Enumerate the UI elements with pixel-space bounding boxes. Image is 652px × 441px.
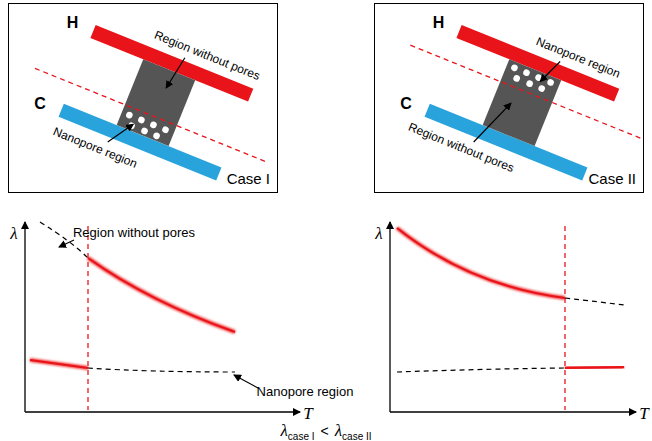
caption-part: λ xyxy=(280,421,287,441)
cold-side-label: C xyxy=(34,95,46,113)
case-one-sketch xyxy=(20,7,292,200)
axis-label: T xyxy=(303,405,312,424)
caption-part: λ xyxy=(335,421,342,441)
caption-part: < xyxy=(321,423,329,439)
case-title: Case I xyxy=(227,170,270,187)
hot-side-label: H xyxy=(67,14,79,32)
hot-side-label: H xyxy=(433,14,445,32)
axis-label: λ xyxy=(375,225,382,244)
right-plot xyxy=(390,222,636,412)
curve-label: Region without pores xyxy=(73,226,195,240)
curve-label: Nanopore region xyxy=(257,385,354,399)
axis-label: T xyxy=(639,405,648,424)
case-two-sketch xyxy=(386,7,652,200)
caption-part: case I xyxy=(288,431,315,441)
axis-label: λ xyxy=(10,225,17,244)
left-plot xyxy=(25,222,300,412)
case-panel: Case I xyxy=(8,3,278,193)
caption-part: case II xyxy=(342,431,371,441)
caption-row: λcase I<λcase II xyxy=(0,421,652,441)
case-title: Case II xyxy=(588,170,636,187)
cold-side-label: C xyxy=(400,95,412,113)
